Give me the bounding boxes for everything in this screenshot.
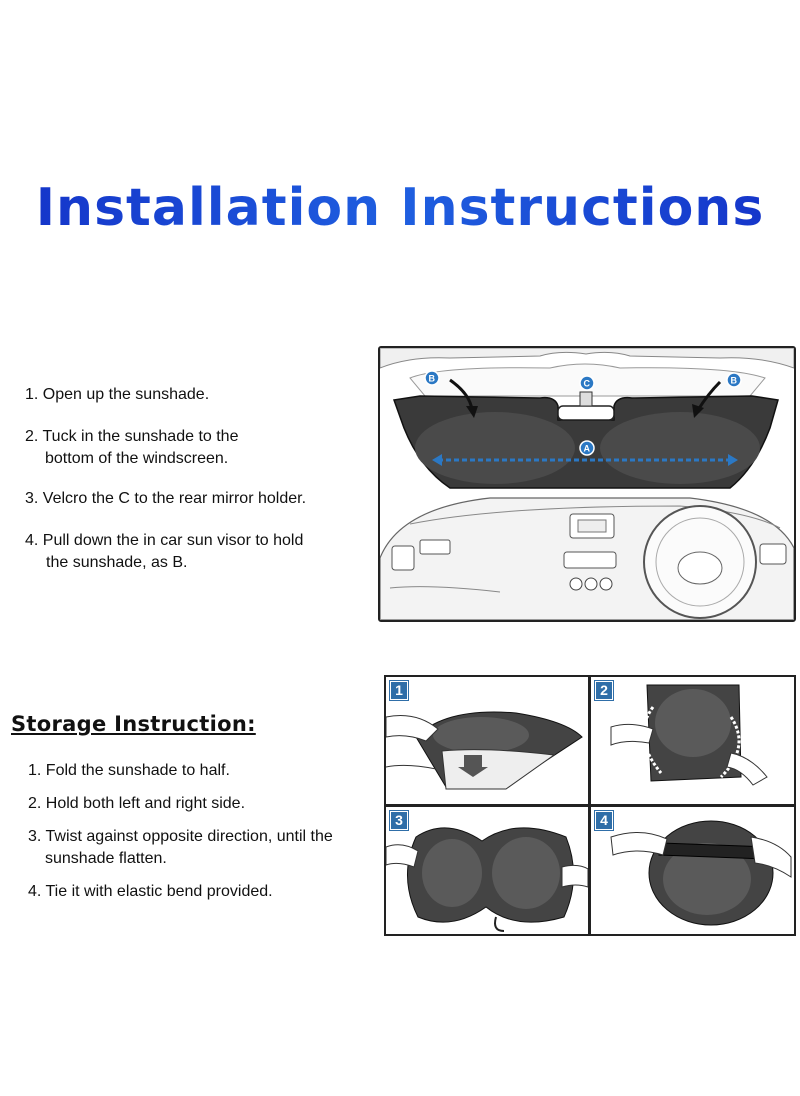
callout-c-label: C [584, 379, 591, 389]
callout-b-left [424, 370, 440, 386]
callout-a [579, 440, 595, 456]
installation-step: 3. Velcro the C to the rear mirror holde… [25, 490, 307, 507]
tie-illustration [610, 820, 792, 926]
storage-diagram: 1 2 3 4 [384, 675, 796, 936]
storage-step: 4. Tie it with elastic bend provided. [28, 883, 273, 900]
installation-step: 4. Pull down the in car sun visor to hol… [25, 532, 304, 571]
storage-panel: 4 [591, 807, 793, 934]
step-number-badge: 1 [389, 680, 409, 701]
storage-panel: 1 [386, 677, 588, 804]
storage-heading: Storage Instruction: [11, 712, 256, 736]
installation-step: 1. Open up the sunshade. [25, 386, 210, 403]
callout-b-right-label: B [731, 376, 738, 386]
callout-b-right [726, 372, 742, 388]
fold-illustration [386, 711, 583, 790]
rear-mirror [557, 405, 615, 421]
twist-illustration [386, 827, 588, 932]
storage-steps: 1. Fold the sunshade to half. 2. Hold bo… [28, 760, 378, 914]
storage-panel: 2 [591, 677, 793, 804]
storage-step: 3. Twist against opposite direction, unt… [28, 828, 333, 867]
storage-step: 2. Hold both left and right side. [28, 795, 246, 812]
grid-divider [386, 804, 794, 807]
callout-c [579, 375, 595, 391]
step-number-badge: 4 [594, 810, 614, 831]
storage-step: 1. Fold the sunshade to half. [28, 762, 230, 779]
installation-steps: 1. Open up the sunshade. 2. Tuck in the … [25, 384, 365, 594]
callout-a-label: A [584, 444, 591, 454]
car-interior-illustration: B B C A [380, 348, 794, 620]
installation-diagram: B B C A [378, 346, 796, 622]
storage-panel: 3 [386, 807, 588, 934]
hold-illustration [610, 684, 768, 786]
page-title: Installation Instructions [0, 178, 800, 238]
step-number-badge: 3 [389, 810, 409, 831]
step-number-badge: 2 [594, 680, 614, 701]
callout-b-left-label: B [429, 374, 436, 384]
